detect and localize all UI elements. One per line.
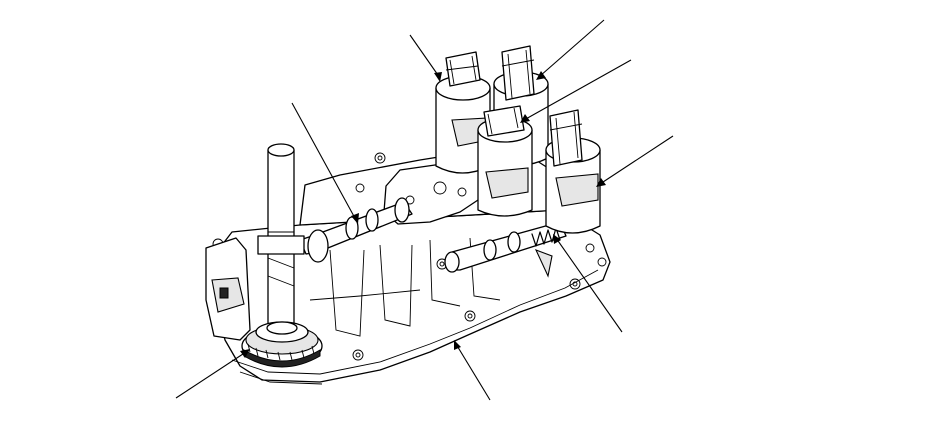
leader-manual-valve-shaft [291,102,359,224]
servo-valve [444,221,567,278]
callout-leaders [175,19,674,401]
leader-shift-solenoid-b [536,19,605,80]
leader-accumulator [175,349,250,399]
leader-servo-valve [553,234,623,333]
accumulator [241,321,323,368]
shift-solenoid-d [545,109,601,234]
shift-solenoid-c [477,105,533,217]
leader-shift-solenoid-a [409,34,442,82]
leader-valve-body-housing [454,340,491,401]
leader-shift-solenoid-c [520,59,632,123]
side-bracket [205,237,251,341]
leader-shift-solenoid-d [596,135,674,187]
